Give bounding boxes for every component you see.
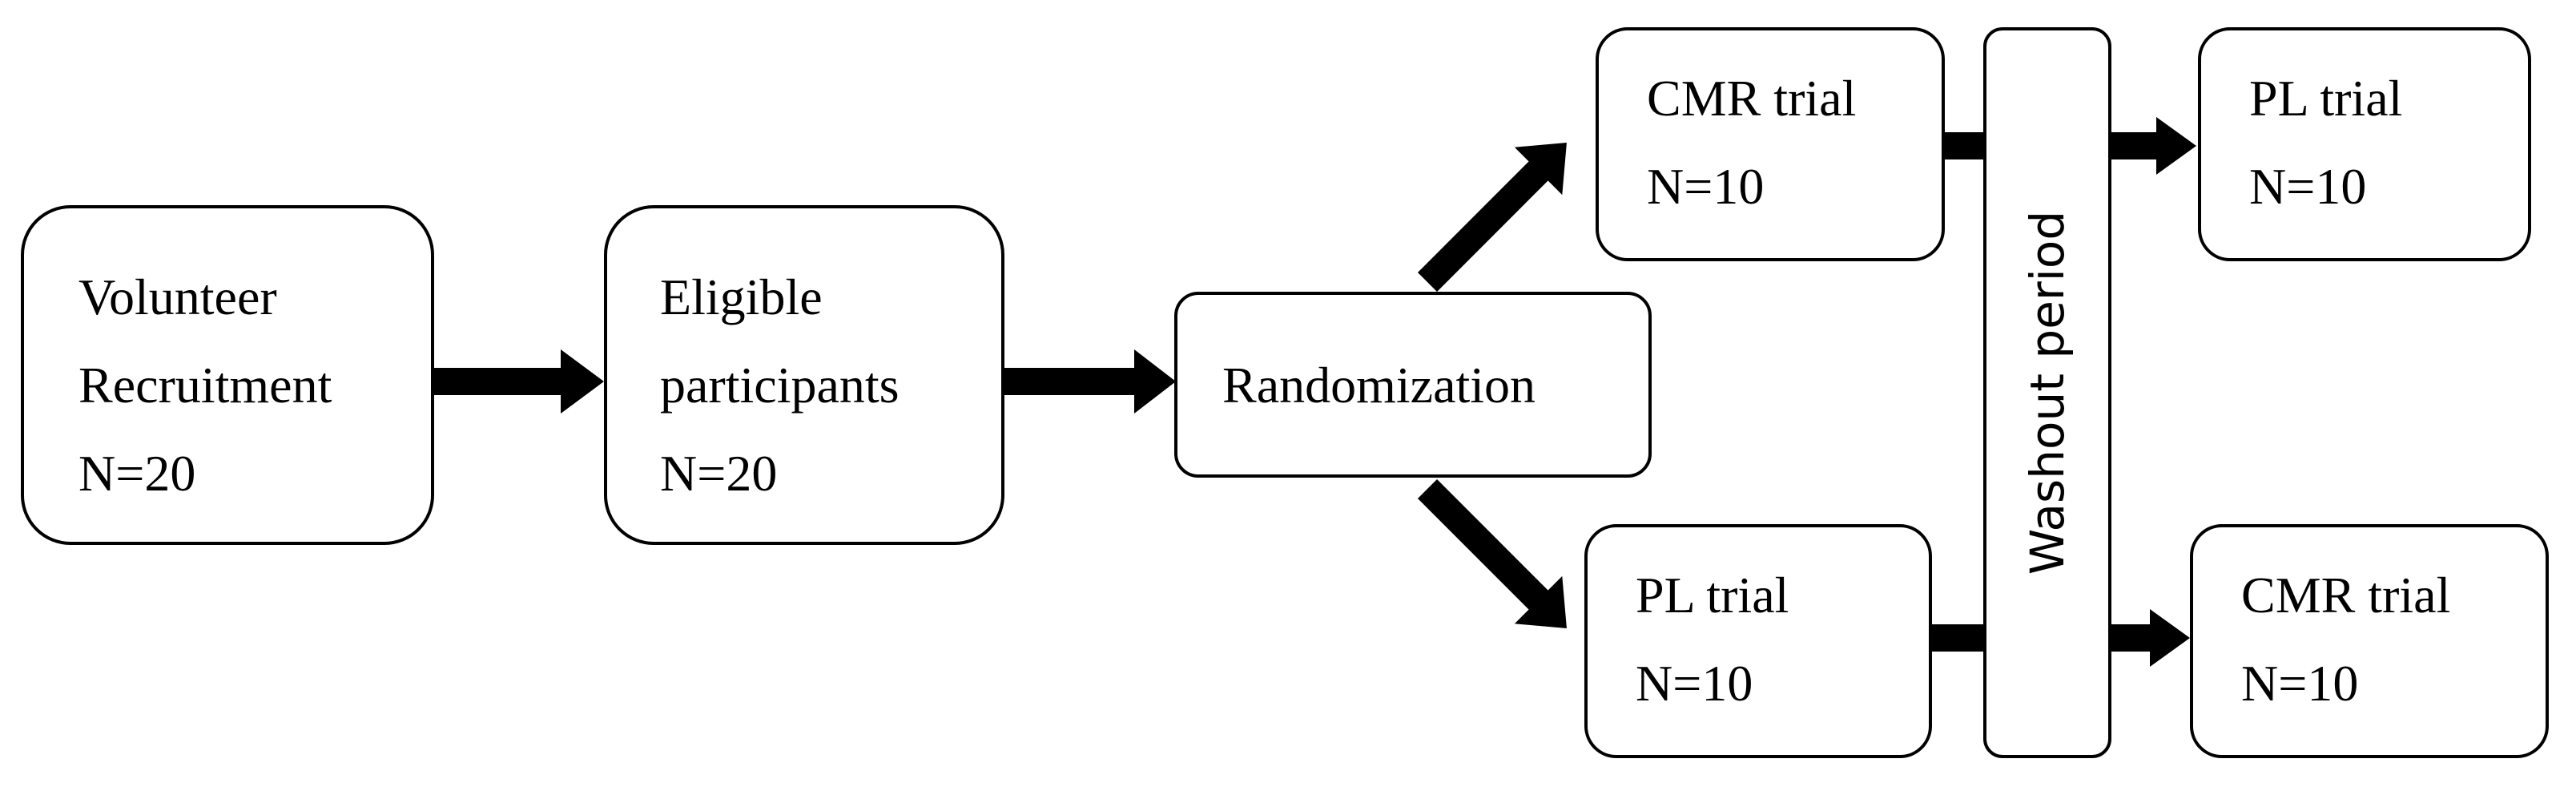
node-line: PL trial [2249, 70, 2403, 127]
node-top-second-trial: PL trial N=10 [2198, 27, 2531, 261]
arrow-recruitment-to-eligible [433, 349, 604, 414]
node-bottom-second-trial: CMR trial N=10 [2190, 524, 2549, 758]
node-randomization: Randomization [1174, 292, 1652, 478]
node-top-first-trial: CMR trial N=10 [1596, 27, 1945, 261]
node-bottom-first-trial: PL trial N=10 [1584, 524, 1932, 758]
node-line: Eligible [660, 268, 823, 325]
node-line: Randomization [1222, 357, 1536, 414]
node-line: N=20 [78, 445, 196, 502]
node-volunteer-recruitment: Volunteer Recruitment N=20 [21, 205, 434, 545]
arrow-randomization-to-bottom-first [1417, 478, 1567, 628]
node-line: Volunteer [78, 268, 277, 325]
node-line: N=10 [2249, 158, 2367, 215]
node-line: N=20 [660, 445, 778, 502]
arrow-randomization-to-top-first [1417, 143, 1567, 293]
node-line: N=10 [1647, 158, 1765, 215]
washout-period-bar: Washout period [1983, 27, 2111, 758]
arrow-washout-to-top-second [2110, 117, 2196, 175]
arrow-washout-to-bottom-second [2110, 609, 2190, 667]
node-line: CMR trial [2241, 567, 2451, 624]
node-line: CMR trial [1647, 70, 1857, 127]
node-line: N=10 [1636, 655, 1753, 712]
node-eligible-participants: Eligible participants N=20 [604, 205, 1004, 545]
node-line: N=10 [2241, 655, 2359, 712]
arrow-eligible-to-randomization [1004, 349, 1176, 414]
washout-period-label: Washout period [2020, 210, 2075, 575]
node-line: participants [660, 357, 900, 414]
node-line: Recruitment [78, 357, 332, 414]
node-line: PL trial [1636, 567, 1789, 624]
